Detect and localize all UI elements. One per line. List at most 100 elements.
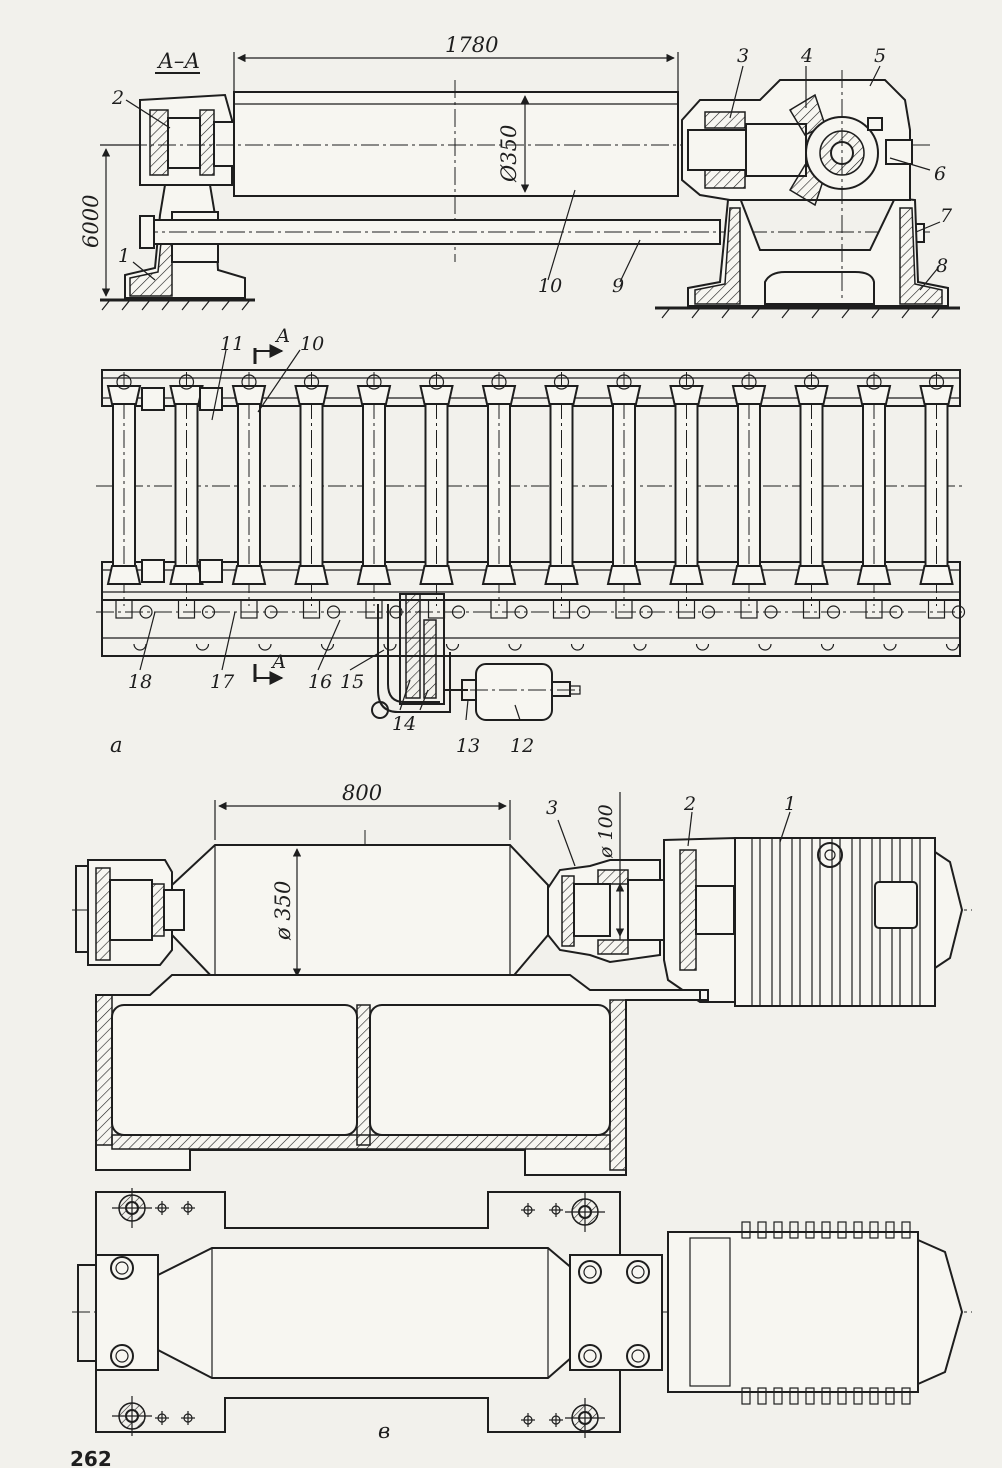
frame-top-rail: [101, 369, 961, 407]
plan-roller-10: [669, 372, 716, 651]
page-number: 262: [70, 1447, 112, 1468]
roller-bottom-bearing: [231, 565, 267, 585]
fin-bottom: [821, 1387, 831, 1405]
bearing-bolt: [110, 1344, 134, 1368]
section-a-a-view: А–А 1780 Ø350 600: [79, 33, 960, 319]
roller-gearbox: [740, 599, 758, 619]
roller-top-bolt: [116, 374, 132, 390]
fin-bottom: [885, 1387, 895, 1405]
b-right-journal: [573, 883, 611, 937]
fin-bottom: [741, 1387, 751, 1405]
fin-top: [805, 1221, 815, 1239]
gearbox-hatch-1: [704, 111, 746, 129]
base-hatch-mid: [356, 1004, 371, 1146]
anchor-hole: [565, 1192, 605, 1232]
coupling: [951, 605, 966, 619]
plan-leaders: [139, 349, 521, 721]
mounting-hole: [549, 1413, 563, 1427]
dim-6000: 6000: [79, 195, 103, 248]
frame-hatch-left: [694, 207, 741, 305]
side-guide-block: [141, 387, 165, 411]
dim-1780: 1780: [445, 33, 498, 57]
plan-roller-6: [419, 372, 466, 651]
individual-drive-plan: в: [72, 1188, 972, 1443]
plan-roller-12: [794, 372, 841, 651]
roller-gearbox: [802, 599, 821, 619]
side-guide-block: [199, 559, 223, 583]
roller-bottom-bearing: [419, 565, 454, 585]
plan-roller-11: [731, 372, 778, 651]
mounting-hole: [155, 1201, 169, 1215]
roller-gearbox: [865, 599, 883, 619]
fin-bottom: [757, 1387, 767, 1405]
anchor-bolt: [195, 643, 210, 651]
roller-bottom-bearing: [169, 565, 204, 585]
left-journal: [213, 121, 237, 167]
bearing-bolt: [110, 1256, 134, 1280]
roller-top-bolt: [678, 374, 695, 390]
roller-gearbox: [615, 599, 633, 619]
b-right-hatch-1: [597, 869, 629, 885]
roller-gearbox: [490, 599, 508, 619]
label-4: 4: [800, 45, 813, 67]
individual-drive-section: 800 ø 350 ø 100: [72, 781, 972, 1176]
coupling: [826, 605, 841, 619]
fin-top: [869, 1221, 879, 1239]
anchor-hole: [112, 1188, 152, 1228]
roller-top-bolt: [741, 374, 757, 390]
label-9: 9: [612, 275, 624, 297]
plan-roller-13: [856, 372, 903, 651]
bearing-bolt: [578, 1260, 602, 1284]
plan-roller-4: [294, 372, 341, 651]
mounting-hole: [155, 1411, 169, 1425]
roller-top-bolt: [178, 374, 195, 390]
anchor-bolt: [320, 643, 335, 651]
mounting-hole: [549, 1203, 563, 1217]
plan-motor-fins: [689, 1221, 911, 1405]
fin-top: [853, 1221, 863, 1239]
roller-top-bolt: [241, 374, 257, 390]
motor-end-cap: [934, 850, 964, 970]
plan-roller-2: [169, 372, 216, 651]
roller-bottom-bearing: [794, 565, 829, 585]
caption-c: в: [378, 1419, 390, 1443]
mounting-hole: [181, 1411, 195, 1425]
mounting-hole: [521, 1413, 535, 1427]
label-5: 5: [874, 45, 886, 67]
plan-bolts: [110, 1188, 650, 1438]
plan-roller-3: [231, 372, 278, 651]
label-6: 6: [934, 163, 946, 185]
motor-fin: [751, 837, 761, 1007]
plan-roller-7: [481, 372, 528, 651]
frame-opening: [764, 271, 875, 305]
fin-bottom: [789, 1387, 799, 1405]
roller-row: [106, 372, 966, 651]
leader-b3: [557, 819, 576, 867]
fin-bottom: [853, 1387, 863, 1405]
coupling: [389, 605, 403, 619]
fin-top: [837, 1221, 847, 1239]
coupling: [576, 605, 591, 619]
dim-800: 800: [342, 781, 382, 805]
gearbox-frame: [687, 196, 949, 307]
base-hatch-right: [609, 999, 627, 1171]
mounting-hole: [521, 1203, 535, 1217]
anchor-bolt: [258, 643, 272, 651]
fin-bottom: [837, 1387, 847, 1405]
roller-body: [233, 91, 679, 197]
label-15: 15: [340, 671, 364, 693]
fin-bottom: [869, 1387, 879, 1405]
roller-gearbox: [240, 599, 258, 619]
fin-top: [741, 1221, 751, 1239]
bearing-bolt: [626, 1260, 650, 1284]
plan-roller-8: [544, 372, 591, 651]
roller-gearbox: [302, 599, 321, 619]
roller-bottom-bearing: [606, 565, 642, 585]
coupling: [201, 605, 216, 619]
terminal-box: [874, 881, 918, 929]
anchor-bolt: [695, 643, 710, 651]
fin-top: [773, 1221, 783, 1239]
roller-top-bolt: [491, 374, 507, 390]
bearing-bolt: [626, 1344, 650, 1368]
